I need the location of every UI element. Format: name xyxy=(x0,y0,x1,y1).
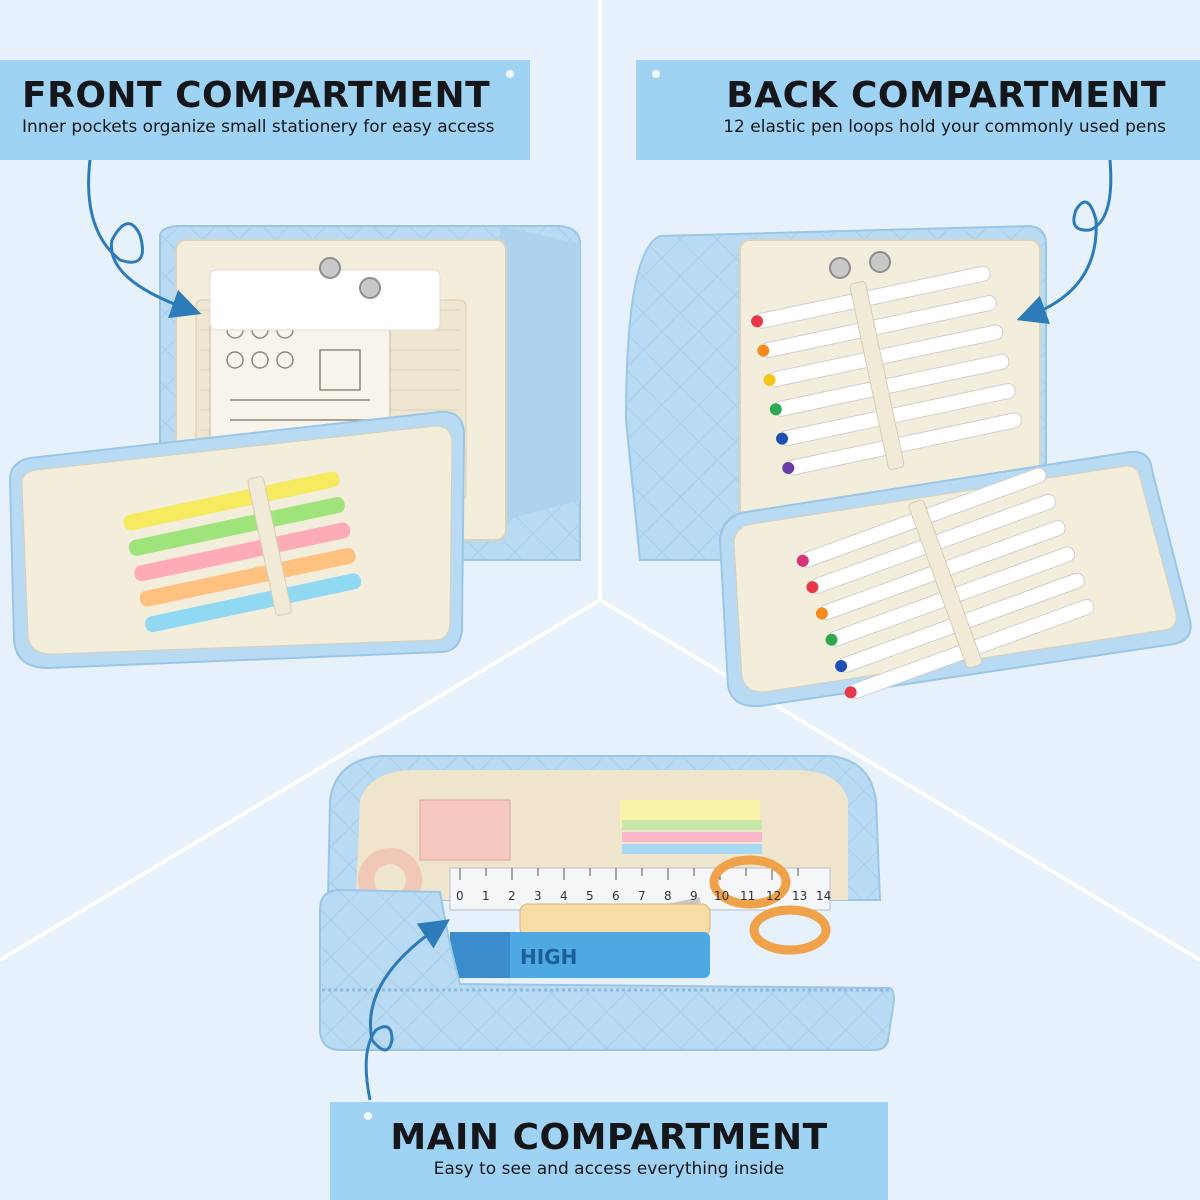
ruler-numbers: 0 1 2 3 4 5 6 7 8 9 10 11 12 13 14 xyxy=(456,889,831,903)
main-compartment-label: MAIN COMPARTMENT Easy to see and access … xyxy=(330,1102,888,1200)
ruler-mark: 12 xyxy=(766,889,781,903)
label-dot xyxy=(506,70,514,78)
main-case-illustration xyxy=(319,755,896,1101)
back-compartment-description: 12 elastic pen loops hold your commonly … xyxy=(723,117,1166,137)
ruler-mark: 2 xyxy=(508,889,516,903)
label-dot xyxy=(652,70,660,78)
front-compartment-title: FRONT COMPARTMENT xyxy=(22,75,491,116)
ruler-mark: 8 xyxy=(664,889,672,903)
sticky-notes xyxy=(620,800,762,854)
back-compartment-title: BACK COMPARTMENT xyxy=(726,75,1166,116)
back-case-illustration xyxy=(624,159,1192,708)
ruler-mark: 11 xyxy=(740,889,755,903)
front-case-illustration xyxy=(8,159,581,670)
main-compartment-title: MAIN COMPARTMENT xyxy=(390,1117,828,1158)
back-compartment-label: BACK COMPARTMENT 12 elastic pen loops ho… xyxy=(636,60,1200,160)
label-dot xyxy=(364,1112,372,1120)
ruler-mark: 13 xyxy=(792,889,807,903)
highlighter-label: HIGH xyxy=(520,945,577,969)
ruler-mark: 1 xyxy=(482,889,490,903)
ruler-mark: 10 xyxy=(714,889,729,903)
front-compartment-description: Inner pockets organize small stationery … xyxy=(22,117,495,137)
ruler-mark: 4 xyxy=(560,889,568,903)
ruler-mark: 14 xyxy=(816,889,831,903)
ruler-mark: 3 xyxy=(534,889,542,903)
ruler-mark: 6 xyxy=(612,889,620,903)
front-compartment-label: FRONT COMPARTMENT Inner pockets organize… xyxy=(0,60,530,160)
main-compartment-description: Easy to see and access everything inside xyxy=(433,1159,785,1179)
back-markers xyxy=(751,265,1022,476)
ruler-mark: 5 xyxy=(586,889,594,903)
flap-markers xyxy=(796,467,1095,700)
scissors xyxy=(709,855,831,955)
ruler-mark: 7 xyxy=(638,889,646,903)
ruler-mark: 9 xyxy=(690,889,698,903)
ruler-mark: 0 xyxy=(456,889,464,903)
panel-dividers xyxy=(0,0,1200,962)
highlighters xyxy=(123,471,362,633)
